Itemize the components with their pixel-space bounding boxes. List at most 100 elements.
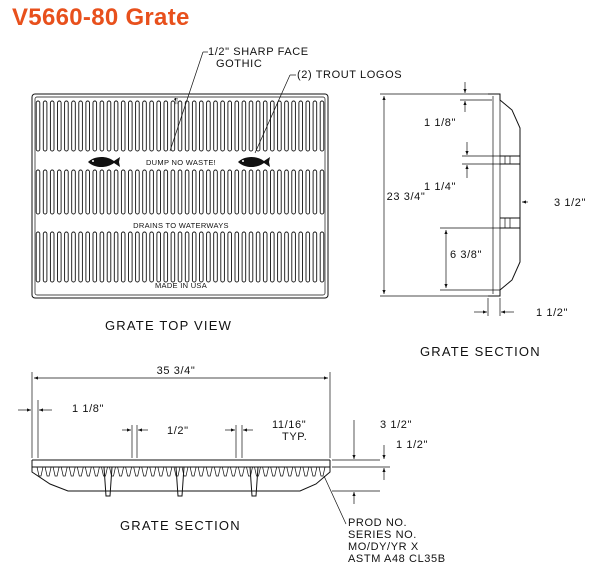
drain-slot: [42, 100, 48, 152]
drain-slot: [113, 169, 119, 215]
drain-slot: [85, 231, 90, 283]
drain-slot: [78, 100, 83, 152]
dim-flange: 1 1/2": [536, 307, 568, 319]
drain-slot: [156, 169, 161, 215]
drain-slot: [206, 100, 211, 152]
grate-bar: [278, 466, 286, 477]
drain-slot: [78, 169, 83, 215]
dim-rib: 1 1/4": [424, 181, 456, 193]
dim-spacing: 6 3/8": [450, 249, 482, 261]
drain-slot: [277, 169, 282, 215]
drain-slot: [120, 231, 126, 283]
drain-slot: [262, 169, 268, 215]
grate-outline: [31, 93, 329, 299]
drain-slot: [128, 231, 133, 283]
grate-bar: [133, 466, 141, 477]
bottom-rib: [249, 466, 259, 497]
drain-slot: [213, 169, 218, 215]
dim-bottom-length: 35 3/4": [157, 365, 196, 377]
drain-slot: [284, 169, 289, 215]
drain-slot: [163, 100, 169, 152]
drain-slot: [241, 231, 247, 283]
drain-slot: [319, 100, 325, 152]
drain-slot: [277, 100, 282, 152]
drain-slot: [135, 231, 140, 283]
grate-bar: [93, 466, 100, 477]
drain-slot: [99, 169, 105, 215]
dim-gap: 11/16": [272, 419, 306, 431]
drain-slot: [92, 231, 98, 283]
drain-slot: [177, 100, 183, 152]
grate-bar: [76, 466, 84, 477]
drain-slot: [35, 100, 41, 152]
grate-bar: [302, 466, 310, 477]
page-title: V5660-80 Grate: [12, 4, 190, 31]
drain-slot: [35, 169, 41, 215]
caption-side-section: GRATE SECTION: [420, 344, 541, 359]
drain-slot: [298, 100, 303, 152]
grate-bar: [246, 466, 253, 477]
drain-slot: [262, 100, 268, 152]
drain-slot: [291, 231, 296, 283]
grate-bar: [165, 466, 173, 477]
drain-slot: [177, 169, 183, 215]
drain-slot: [163, 231, 169, 283]
text-made-in-usa: MADE IN USA: [155, 281, 207, 290]
drain-slot: [220, 231, 225, 283]
drain-slot: [64, 100, 69, 152]
drain-slot: [199, 231, 204, 283]
svg-text:¶: ¶: [174, 96, 178, 105]
drain-slot: [99, 231, 105, 283]
grate-bar: [286, 466, 294, 477]
drain-slot: [227, 231, 232, 283]
drain-slot: [255, 100, 261, 152]
note-prod-no: PROD NO.: [348, 517, 407, 529]
grate-bar: [125, 466, 132, 477]
grate-bar: [44, 466, 52, 477]
drain-slot: [191, 100, 197, 152]
drain-slot: [57, 231, 62, 283]
callout-gothic: GOTHIC: [216, 58, 262, 70]
drain-slot: [284, 231, 289, 283]
bottom-profile: [31, 460, 331, 492]
dim-gap-typ: TYP.: [282, 431, 307, 443]
grate-bar: [52, 466, 60, 477]
drain-slot: [312, 100, 318, 152]
drain-slot: [298, 169, 303, 215]
text-drains-to-waterways: DRAINS TO WATERWAYS: [133, 221, 229, 230]
drain-slot: [305, 231, 311, 283]
drain-slot: [64, 231, 69, 283]
grate-bar: [230, 466, 237, 477]
drain-slot: [49, 169, 55, 215]
caption-bottom-section: GRATE SECTION: [120, 518, 241, 533]
dim-length: 23 3/4": [387, 191, 426, 203]
drain-slot: [106, 169, 112, 215]
drain-slot: [184, 100, 190, 152]
side-section-profile: [488, 93, 521, 297]
callout-trout-logos: (2) TROUT LOGOS: [297, 69, 402, 81]
text-dump-no-waste: DUMP NO WASTE!: [146, 158, 216, 167]
drain-slot: [227, 100, 232, 152]
drain-slot: [71, 100, 76, 152]
drain-slot: [184, 231, 190, 283]
dim-depth: 3 1/2": [554, 197, 586, 209]
drain-slot: [42, 231, 48, 283]
drain-slot: [99, 100, 105, 152]
drain-slot: [199, 169, 204, 215]
drain-slot: [78, 231, 83, 283]
bottom-rib: [103, 466, 113, 497]
drain-slot: [184, 169, 190, 215]
callout-leader-logos: [254, 74, 291, 154]
bar-array: [36, 466, 326, 477]
drain-slot: [71, 169, 76, 215]
grate-bar: [294, 466, 302, 477]
grate-bar: [141, 466, 149, 477]
drain-slot: [113, 100, 119, 152]
grate-bar: [197, 466, 205, 477]
drain-slot: [163, 169, 169, 215]
drain-slot: [191, 231, 197, 283]
drain-slot: [277, 231, 282, 283]
caption-top-view: GRATE TOP VIEW: [105, 318, 232, 333]
drain-slot: [270, 169, 275, 215]
